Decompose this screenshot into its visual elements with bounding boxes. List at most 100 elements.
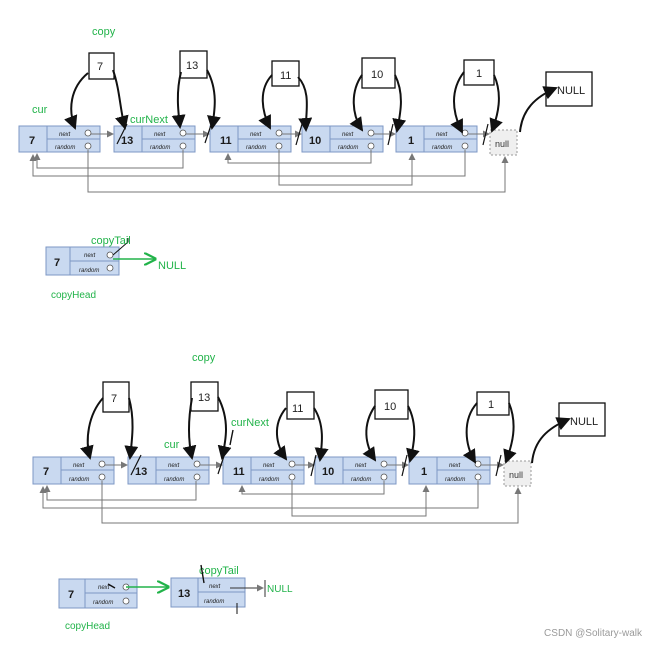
copy1-copyhead-label: copyHead [51,290,96,301]
svg-text:next: next [250,132,262,138]
bottom-copy-box-1: 7 [102,381,130,413]
watermark: CSDN @Solitary-walk [544,628,642,639]
bottom-node-2: 13 next random [127,456,210,485]
svg-text:next: next [263,463,275,469]
copy-list-1: 7 next random copyTail NULL copyHead [45,235,186,301]
svg-text:10: 10 [371,69,383,81]
bottom-diagram: copy cur curNext 7 13 11 10 1 NULL [32,352,606,524]
bottom-null-node: null [503,460,532,487]
svg-text:random: random [93,600,113,606]
svg-text:next: next [436,132,448,138]
top-random-arrows [29,150,509,193]
svg-text:random: random [432,145,452,151]
bottom-handdrawn-arrows [80,396,571,477]
top-copy-box-5: 1 [463,59,495,86]
svg-text:null: null [495,139,509,149]
copy1-node: 7 next random [45,246,120,276]
svg-text:10: 10 [384,401,396,413]
bottom-label-cur: cur [164,439,180,451]
svg-text:1: 1 [476,68,482,80]
copy1-copytail-label: copyTail [91,235,131,247]
svg-text:11: 11 [233,466,245,478]
svg-text:random: random [445,477,465,483]
bottom-node-3: 11 next random [222,456,305,485]
top-label-curnext: curNext [130,114,168,126]
svg-text:13: 13 [186,60,198,72]
top-node-3: 11 next random [209,125,292,153]
top-node-4: 10 next random [301,125,384,153]
bottom-node-1: 7 next random [32,456,115,485]
top-handdrawn-arrows [64,69,558,146]
svg-text:next: next [449,463,461,469]
copy-list-2: 7 next random 13 next random NULL copyTa… [58,564,293,632]
svg-text:11: 11 [292,403,303,415]
top-copy-box-3: 11 [271,60,300,87]
svg-text:13: 13 [121,135,133,147]
svg-text:1: 1 [488,399,494,411]
top-label-cur: cur [32,104,48,116]
bottom-copy-box-3: 11 [286,391,315,420]
top-null-box: NULL [545,71,593,107]
svg-text:next: next [355,463,367,469]
svg-text:next: next [73,463,85,469]
svg-text:random: random [246,145,266,151]
svg-text:13: 13 [178,588,190,600]
svg-text:11: 11 [220,135,232,147]
bottom-label-curnext: curNext [231,417,269,429]
copy2-copyhead-label: copyHead [65,621,110,632]
top-label-copy: copy [92,26,116,38]
top-copy-box-4: 10 [361,57,396,89]
svg-text:random: random [351,477,371,483]
svg-text:7: 7 [29,135,35,147]
svg-text:next: next [84,253,96,259]
copy2-copytail-label: copyTail [199,565,239,577]
svg-text:1: 1 [408,135,414,147]
svg-text:7: 7 [68,589,74,601]
svg-text:7: 7 [97,61,103,73]
bottom-random-arrows [39,481,522,524]
svg-text:next: next [154,132,166,138]
svg-text:NULL: NULL [557,85,585,97]
svg-text:random: random [338,145,358,151]
svg-text:13: 13 [135,466,147,478]
top-node-1: 7 next random [18,125,101,153]
svg-text:random: random [164,477,184,483]
svg-text:next: next [98,585,110,591]
svg-text:next: next [168,463,180,469]
svg-text:7: 7 [43,466,49,478]
bottom-node-4: 10 next random [314,456,397,485]
top-copy-box-1: 7 [88,52,115,80]
svg-text:null: null [509,470,523,480]
svg-text:random: random [204,599,224,605]
bottom-copy-box-2: 13 [190,381,219,412]
top-copy-box-2: 13 [179,50,208,79]
svg-text:7: 7 [54,257,60,269]
svg-text:random: random [259,477,279,483]
svg-text:random: random [55,145,75,151]
copy2-node-1: 7 next random [58,578,138,609]
top-node-2: 13 next random [113,125,196,153]
svg-text:next: next [59,132,71,138]
svg-text:1: 1 [421,466,427,478]
svg-text:random: random [150,145,170,151]
top-diagram: copy cur curNext 7 13 11 10 1 NULL [18,26,593,193]
svg-text:13: 13 [198,392,210,404]
svg-text:10: 10 [309,135,321,147]
svg-text:10: 10 [322,466,334,478]
bottom-label-copy: copy [192,352,216,364]
svg-text:next: next [342,132,354,138]
svg-text:next: next [209,584,221,590]
copy2-node-2: 13 next random [170,577,246,608]
top-null-node: null [489,129,518,156]
svg-text:7: 7 [111,393,117,405]
bottom-node-5: 1 next random [408,456,491,485]
copy1-null-text: NULL [158,260,186,272]
svg-text:random: random [69,477,89,483]
bottom-copy-box-5: 1 [476,391,510,416]
svg-text:NULL: NULL [570,416,598,428]
bottom-copy-box-4: 10 [374,389,409,420]
top-node-5: 1 next random [395,125,478,153]
svg-text:random: random [79,268,99,274]
svg-text:11: 11 [280,70,291,82]
